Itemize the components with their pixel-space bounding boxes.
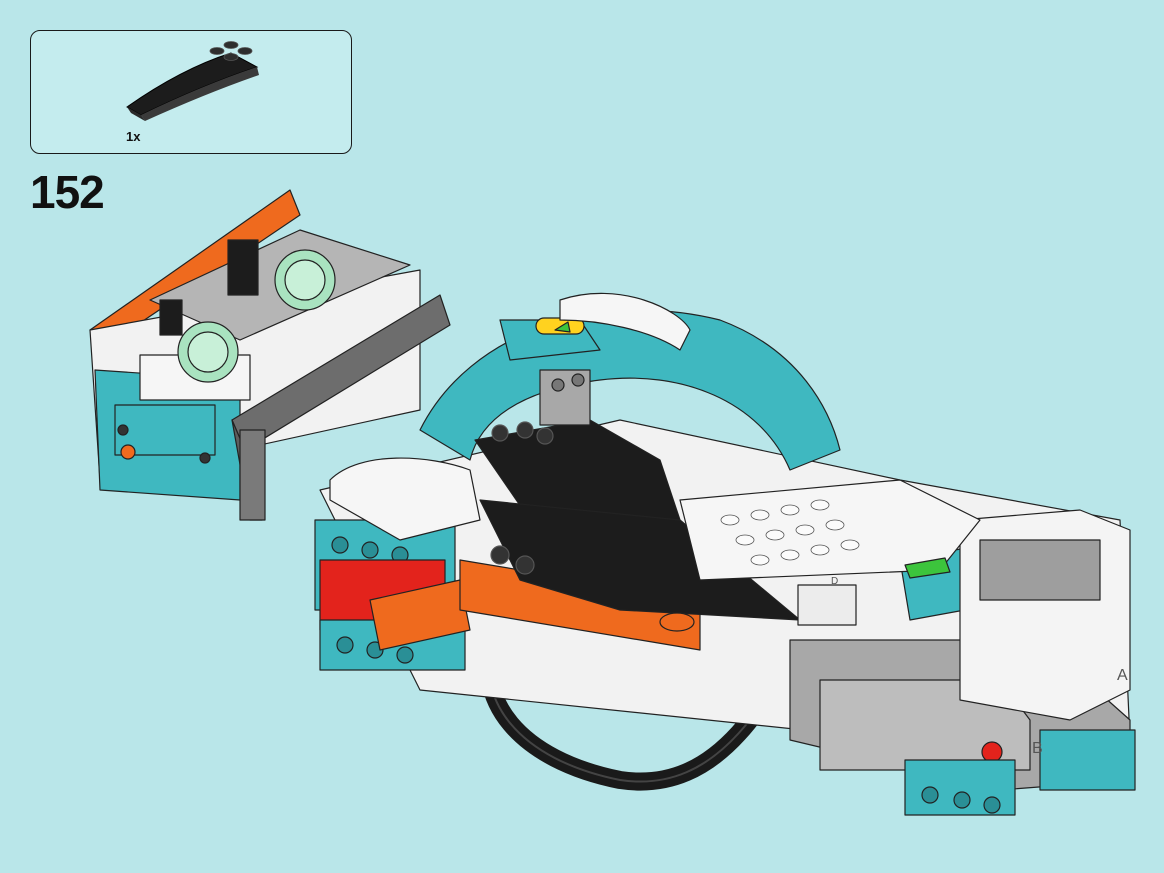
- green-tile: [904, 557, 951, 579]
- part-black-curved-slope-icon: [126, 41, 259, 121]
- hub-power-button: [981, 741, 1003, 763]
- port-b-label: B: [1032, 740, 1043, 757]
- hub-connector: [797, 584, 857, 626]
- port-d-label: D: [831, 576, 838, 587]
- black-slope-front: [479, 499, 801, 621]
- white-plate: [679, 479, 981, 581]
- port-a-label: A: [1117, 667, 1128, 684]
- left-sensor-module: [89, 189, 451, 521]
- part-quantity: 1x: [126, 129, 141, 144]
- step-number: 152: [30, 166, 105, 218]
- parts-callout: 1x: [30, 30, 352, 154]
